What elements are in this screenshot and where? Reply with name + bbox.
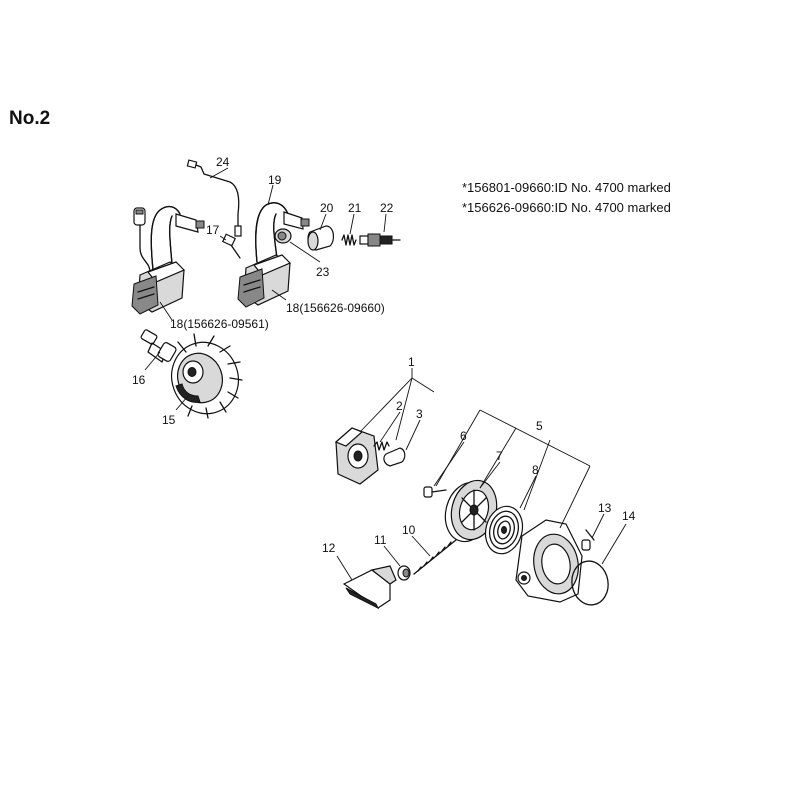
part-6-screw — [423, 486, 447, 498]
note-line-1: *156801-09660:ID No. 4700 marked — [462, 180, 671, 195]
part-1-starter-pulley — [334, 427, 379, 485]
part-12-starter-handle — [342, 565, 397, 610]
callout-16: 16 — [132, 373, 146, 387]
callout-17: 17 — [206, 223, 220, 237]
callout-21: 21 — [348, 201, 362, 215]
part-15-flywheel — [171, 333, 243, 419]
part-10-starter-rope — [413, 539, 457, 575]
part-2-spring — [373, 441, 390, 451]
callout-14: 14 — [622, 509, 636, 523]
callout-12: 12 — [322, 541, 336, 555]
leader-lines — [144, 167, 627, 581]
page-heading: No.2 — [9, 108, 51, 129]
callout-15: 15 — [162, 413, 176, 427]
callout-23: 23 — [316, 265, 330, 279]
part-5-starter-case — [515, 519, 583, 603]
part-16-bolt — [140, 329, 177, 363]
part-18-ignition-coil-left — [131, 205, 205, 315]
callout-10: 10 — [402, 523, 416, 537]
part-11-rope-guide — [397, 565, 411, 581]
part-17-screw — [221, 233, 241, 259]
callout-3: 3 — [416, 407, 423, 421]
part-14-gasket — [571, 560, 609, 606]
callout-labels: 24 19 17 20 21 22 23 18(156626-09561) 18… — [132, 155, 636, 555]
part-7-reel — [444, 479, 498, 543]
callout-11: 11 — [374, 533, 387, 547]
callout-8: 8 — [532, 463, 539, 477]
part-23-grommet — [274, 228, 292, 244]
part-22-spark-plug — [359, 233, 401, 247]
part-3-pawl — [383, 447, 406, 467]
part-13-bolt — [581, 529, 595, 551]
callout-20: 20 — [320, 201, 334, 215]
note-line-2: *156626-09660:ID No. 4700 marked — [462, 200, 671, 215]
part-8-recoil-spring — [484, 505, 524, 555]
part-20-plug-cap — [307, 225, 335, 251]
callout-13: 13 — [598, 501, 612, 515]
callout-7: 7 — [496, 449, 503, 463]
callout-22: 22 — [380, 201, 394, 215]
callout-6: 6 — [460, 429, 467, 443]
callout-2: 2 — [396, 399, 403, 413]
callout-19: 19 — [268, 173, 282, 187]
part-21-spring — [341, 234, 357, 246]
callout-5: 5 — [536, 419, 543, 433]
part-18-ignition-coil-right — [237, 202, 310, 308]
callout-24: 24 — [216, 155, 230, 169]
callout-18a: 18(156626-09561) — [170, 317, 269, 331]
callout-18b: 18(156626-09660) — [286, 301, 385, 315]
callout-1: 1 — [408, 355, 415, 369]
